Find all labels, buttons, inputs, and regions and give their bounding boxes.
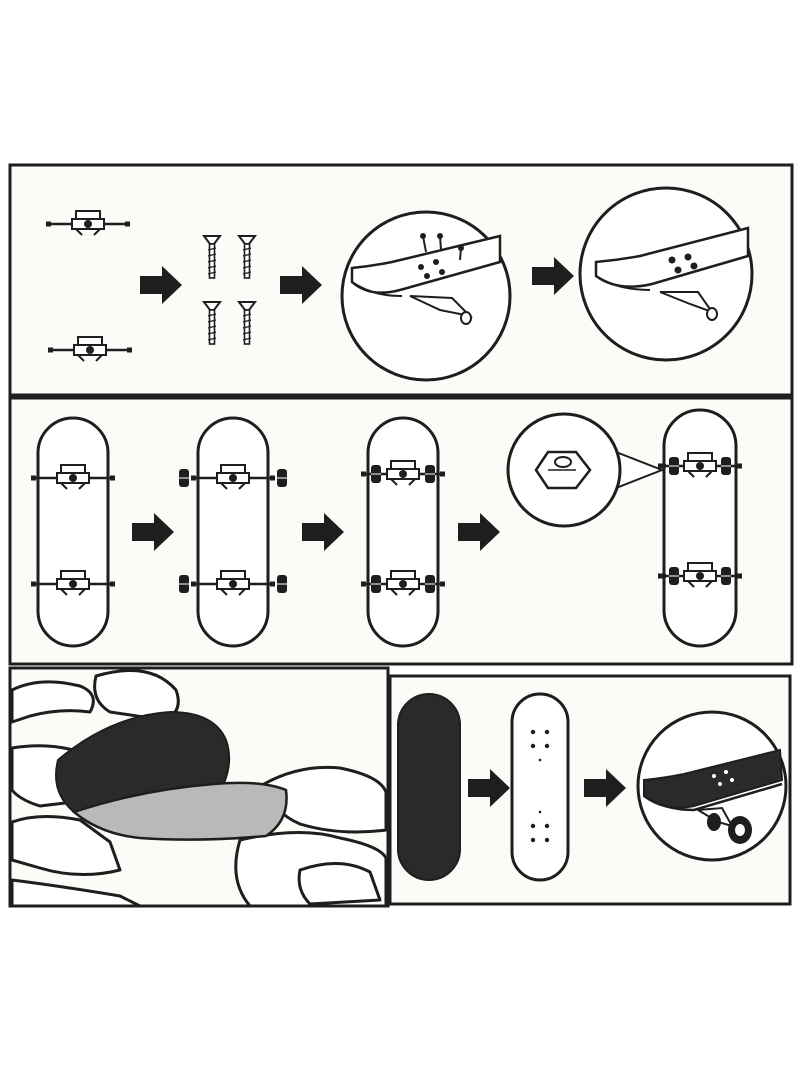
nut-icon <box>534 450 592 490</box>
panel-apply-grip-tape <box>397 692 788 882</box>
magnifier-icon <box>340 210 512 382</box>
panel-attach-wheels <box>29 408 744 648</box>
magnifier-icon <box>506 412 665 528</box>
magnifier-icon <box>636 710 788 862</box>
wheel-icon <box>707 813 752 844</box>
grip-tape <box>397 693 461 881</box>
panel-mount-trucks <box>44 186 754 382</box>
hand-icon <box>10 669 388 908</box>
panel-peel-grip-tape <box>10 669 388 908</box>
deck-top <box>510 692 570 882</box>
peel-backing <box>71 781 288 841</box>
magnifier-icon <box>578 186 754 362</box>
